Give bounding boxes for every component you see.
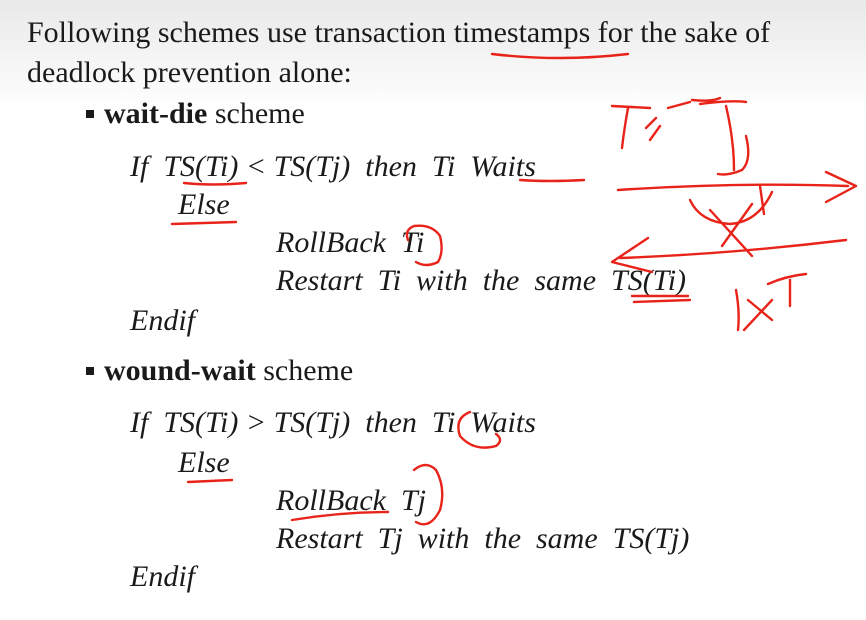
wait-die-else: Else [178, 188, 230, 221]
sketch-cross-middle [688, 184, 774, 258]
sketch-ti-tj-top [610, 96, 750, 176]
underline-restart-ts [630, 294, 692, 304]
wait-die-name: wait-die [104, 97, 208, 130]
wait-die-heading: wait-die scheme [104, 97, 305, 131]
slide-header-gradient [0, 0, 866, 112]
wound-wait-else: Else [178, 446, 230, 479]
underline-else-2 [186, 478, 234, 484]
underline-ts-ti [182, 181, 248, 186]
wait-die-endif: Endif [130, 304, 195, 337]
intro-line-2: deadlock prevention alone: [27, 56, 352, 89]
wait-die-restart: Restart Ti with the same TS(Ti) [276, 264, 687, 297]
bullet-icon [86, 110, 94, 118]
sketch-arrow-right [616, 170, 858, 204]
underline-timestamps [490, 52, 630, 60]
circle-tj [412, 463, 444, 526]
wound-wait-endif: Endif [130, 560, 195, 593]
wound-wait-suffix: scheme [255, 354, 354, 387]
scribble-ti-waits [457, 410, 502, 449]
circle-ti [405, 224, 443, 267]
sketch-arrow-left [610, 236, 848, 274]
wound-wait-name: wound-wait [104, 354, 256, 387]
sketch-scribble-bottom [734, 272, 808, 332]
wait-die-suffix: scheme [207, 97, 305, 130]
wound-wait-if-line: If TS(Ti) > TS(Tj) then Ti Waits [130, 406, 536, 439]
wait-die-if-line: If TS(Ti) < TS(Tj) then Ti Waits [130, 150, 536, 183]
underline-rollback [290, 510, 390, 522]
wound-wait-restart: Restart Tj with the same TS(Tj) [276, 522, 690, 555]
wound-wait-heading: wound-wait scheme [104, 354, 353, 388]
bullet-icon [86, 367, 94, 375]
intro-line-1: Following schemes use transaction timest… [27, 16, 771, 49]
underline-waits [518, 178, 586, 183]
underline-else [170, 220, 238, 226]
